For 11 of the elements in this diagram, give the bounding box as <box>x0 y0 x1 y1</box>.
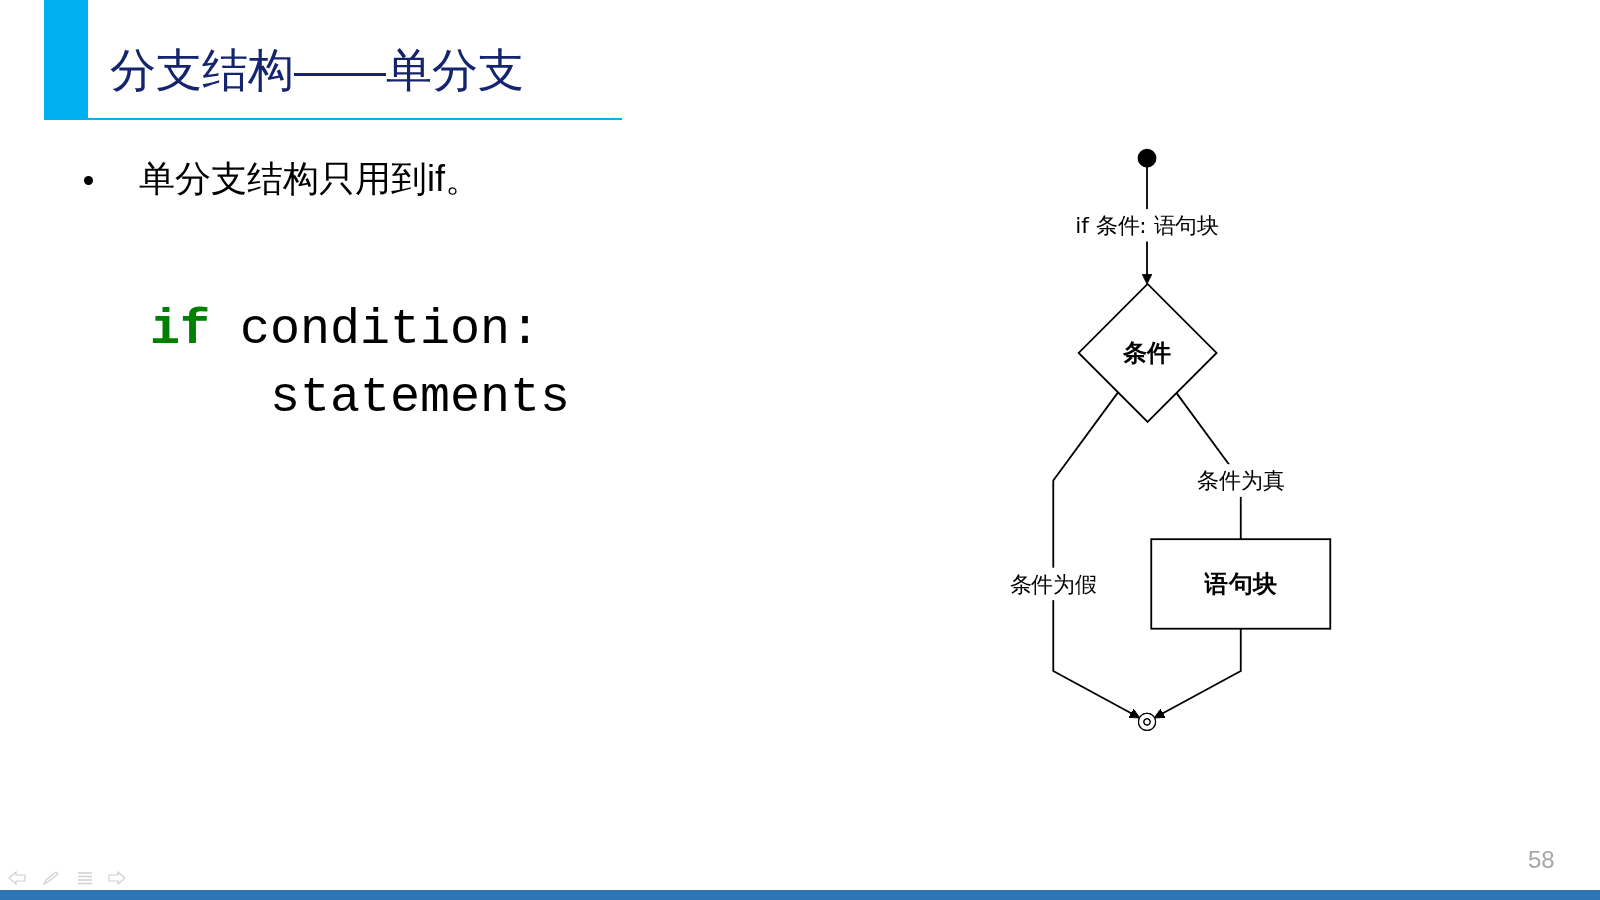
start-dot <box>1137 148 1157 168</box>
end-circle <box>1137 712 1157 731</box>
arrow <box>1052 391 1141 719</box>
arrow <box>1154 627 1242 719</box>
edge-label: 条件为真 <box>1197 464 1285 497</box>
process-box: 语句块 <box>1150 538 1332 630</box>
slide-title: 分支结构——单分支 <box>110 43 524 98</box>
bullet-text: 单分支结构只用到if。 <box>139 157 481 201</box>
decision-diamond: 条件 <box>1077 282 1218 424</box>
code-snippet: if condition: statements <box>150 300 571 428</box>
page-number: 58 <box>1528 846 1555 874</box>
